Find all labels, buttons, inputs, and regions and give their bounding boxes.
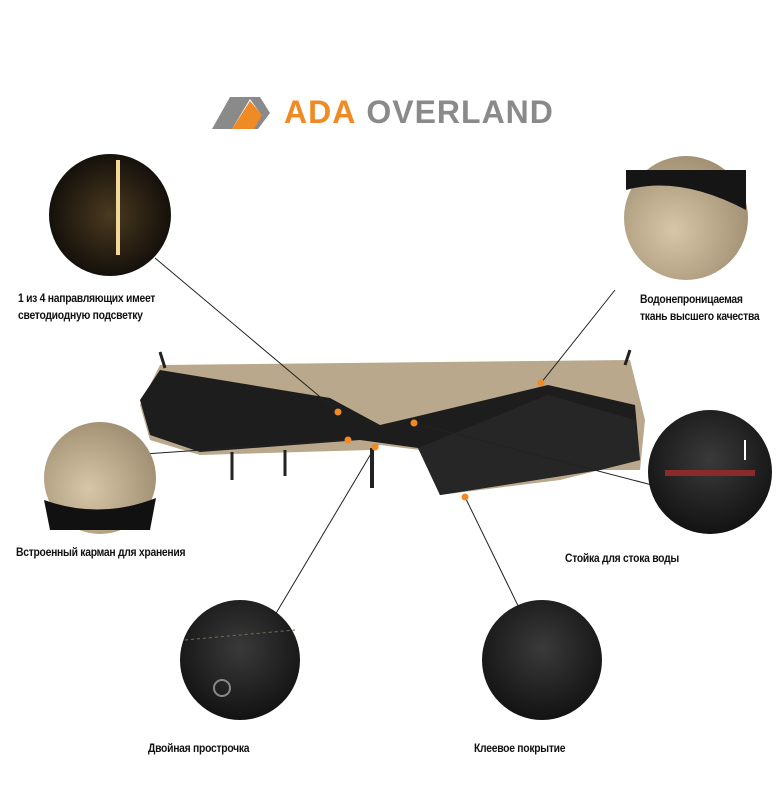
detail-led-rail [49,154,171,276]
detail-pocket [44,422,156,534]
feature-label-pocket: Встроенный карман для хранения [16,547,186,559]
tent-image [140,349,645,495]
brand-name-primary: ADA [284,94,357,130]
brand-logo: ADA OVERLAND [212,94,554,131]
feature-label-drain: Стойка для стока воды [565,553,679,565]
feature-label-coating: Клеевое покрытие [474,743,566,755]
label-line: ткань высшего качества [640,311,760,323]
feature-label-fabric: Водонепроницаемая ткань высшего качества [640,292,760,326]
detail-double-stitch [180,600,300,720]
detail-fabric [624,156,748,280]
callout-lines [129,257,653,621]
detail-glue-coating [482,600,602,720]
callout-dots [334,379,545,501]
label-line: светодиодную подсветку [18,310,143,322]
label-line: 1 из 4 направляющих имеет [18,293,156,305]
feature-label-led: 1 из 4 направляющих имеет светодиодную п… [18,291,155,325]
brand-name-secondary: OVERLAND [366,94,554,130]
logo-mountain-icon [212,96,270,129]
detail-drain-stand [648,410,772,534]
feature-label-stitch: Двойная прострочка [148,743,250,755]
label-line: Водонепроницаемая [640,294,743,306]
